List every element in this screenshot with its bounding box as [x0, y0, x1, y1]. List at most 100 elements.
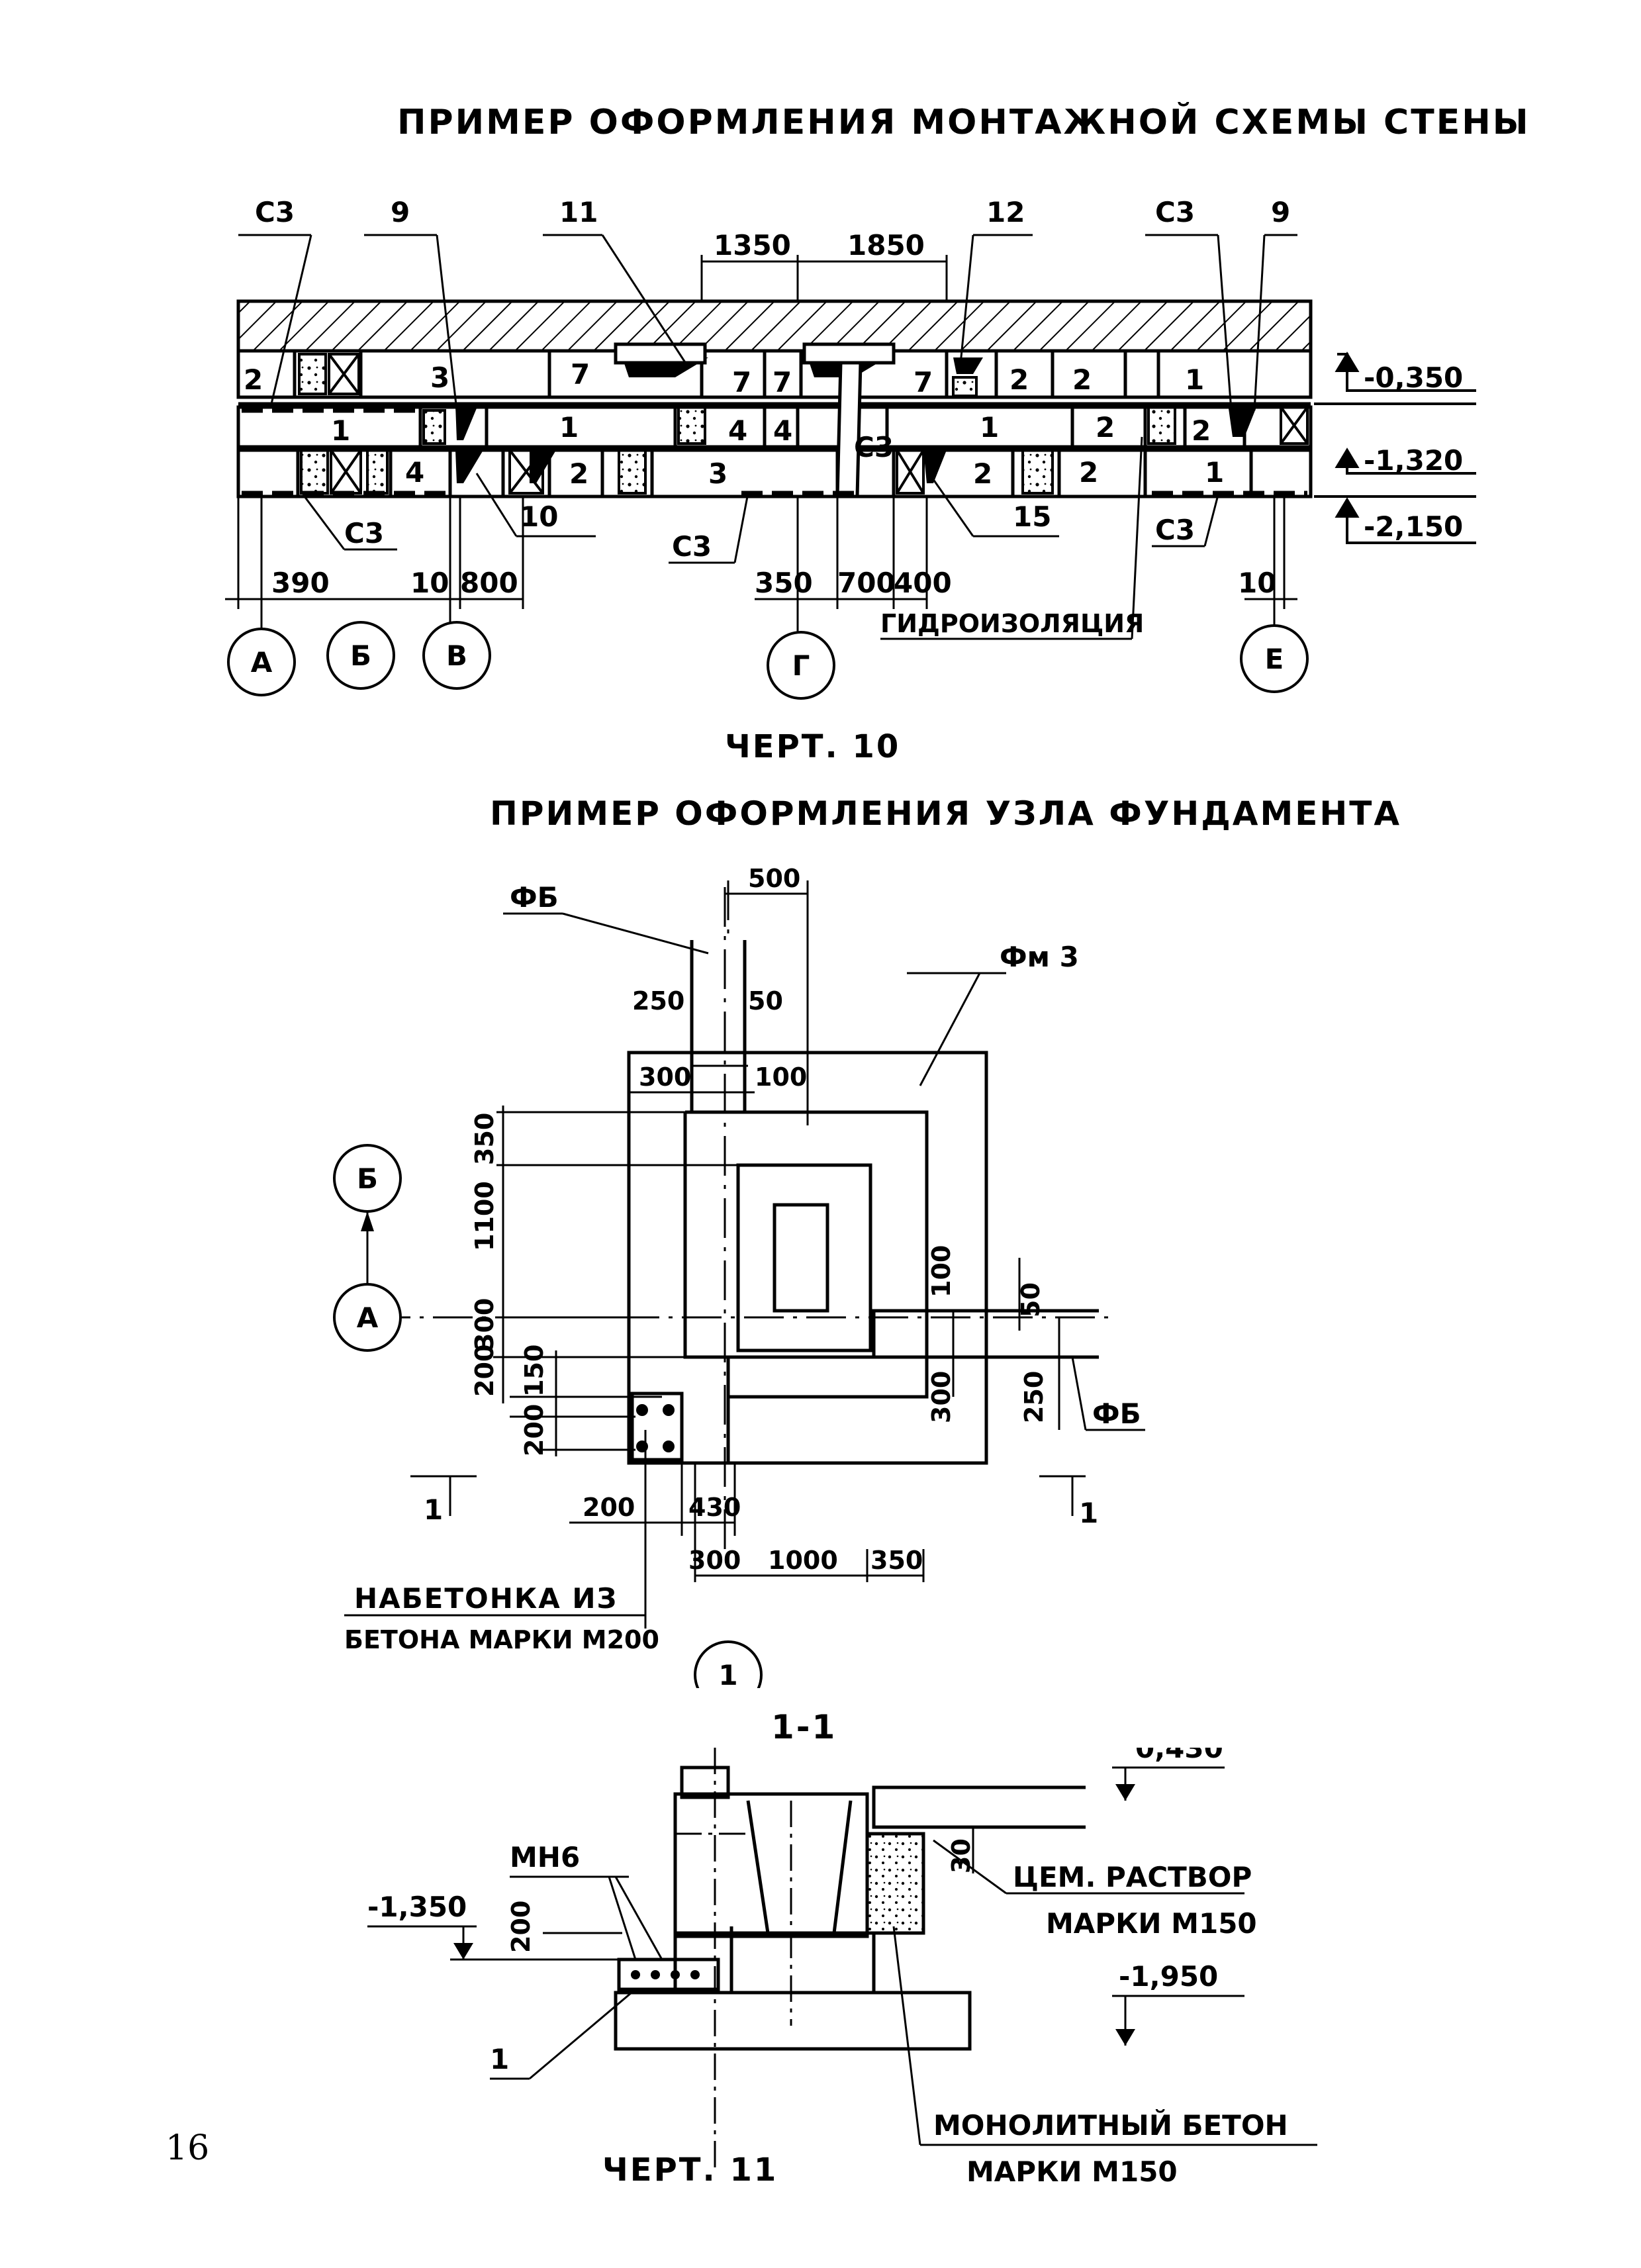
dim-label: 250 [632, 986, 684, 1016]
mortar-label-line2: марки М150 [1046, 1907, 1257, 1940]
elevation-label: -2,150 [1364, 510, 1463, 543]
block-label: 1 [559, 411, 579, 444]
plan-labels: Б А 1 ФБ Фм 3 ФБ 1 1 [357, 881, 1141, 1688]
block-label: 4 [728, 414, 747, 447]
dim-label: 700 [837, 567, 896, 599]
drawing11-title: Пример оформления узла фундамента [490, 794, 1402, 833]
dim-label: 10 [410, 567, 449, 599]
bottom-labels: С3 10 С3 15 С3 С3 [344, 431, 1195, 563]
foundation-section-1-1: МН6 -1,350 200 0,430 30 Цем. раствор мар… [367, 1748, 1317, 2188]
block-label: 2 [1192, 414, 1211, 447]
block-label: 2 [973, 457, 992, 490]
block-label: 1 [331, 414, 350, 447]
top-dim: 1350 [714, 229, 791, 261]
block-label: 1 [1205, 456, 1224, 489]
dim-label: 100 [755, 1063, 807, 1092]
dim-label: 800 [460, 567, 518, 599]
axis-a-label: А [357, 1301, 379, 1334]
elevation-label: -0,350 [1364, 361, 1463, 394]
infill-note-line1: Набетонка из [354, 1582, 618, 1615]
dim-label: 300 [639, 1063, 691, 1092]
callout-label: С3 [854, 431, 894, 463]
block-label: 4 [773, 414, 792, 447]
dim-label: 50 [1016, 1282, 1045, 1317]
block-label: 7 [773, 366, 792, 399]
top-label: 9 [1271, 196, 1290, 228]
axis-1-label: 1 [718, 1659, 737, 1688]
block-label: 2 [1079, 456, 1098, 489]
fm3-label: Фм 3 [1000, 941, 1079, 973]
block-label: 7 [732, 366, 751, 399]
foundation-node-plan: Б А 1 ФБ Фм 3 ФБ 1 1 500 250 50 300 100 … [333, 864, 1145, 1688]
top-label: С3 [255, 196, 295, 228]
dim-label: 1000 [768, 1546, 838, 1575]
block-label: 2 [244, 363, 263, 396]
block-label: 1 [1185, 363, 1204, 396]
elevations: -0,350 -1,320 -2,150 [1364, 361, 1463, 543]
block-label: 3 [430, 361, 449, 394]
plan-dim-labels: 500 250 50 300 100 350 1100 300 200 150 … [470, 864, 1049, 1575]
axis-label: В [446, 639, 467, 672]
drawing11-caption: Черт. 11 [602, 2151, 778, 2189]
rebar-dots [631, 1970, 700, 1979]
top-labels: С3 9 11 12 С3 9 1350 1850 [255, 196, 1290, 261]
dim-label: 390 [271, 567, 330, 599]
plan-outlines [627, 940, 1099, 1465]
leader-1-label: 1 [490, 2043, 509, 2075]
block-label: 7 [914, 366, 933, 399]
drawing10-title: Пример оформления монтажной схемы стены [397, 103, 1530, 142]
dim-200-label: 200 [506, 1901, 536, 1953]
dim-label: 350 [470, 1113, 499, 1165]
axis-label: Е [1265, 643, 1284, 675]
elevation-marks [1314, 352, 1476, 544]
drawing10-caption: Черт. 10 [725, 728, 901, 765]
fb-top-label: ФБ [510, 881, 559, 914]
section-title: 1-1 [771, 1708, 837, 1746]
concrete-label-line1: Монолитный бетон [933, 2108, 1288, 2142]
bottom-dims [225, 436, 1297, 640]
dim-label: 100 [927, 1245, 956, 1298]
section-left-label: 1 [424, 1493, 443, 1526]
section-outlines [614, 1766, 1086, 2051]
infill-note-line2: бетона марки М200 [344, 1625, 659, 1654]
dim-label: 300 [470, 1298, 499, 1350]
anchor-bolts [636, 1404, 675, 1452]
section-labels: МН6 -1,350 200 0,430 30 Цем. раствор мар… [367, 1748, 1288, 2188]
dim-label: 350 [870, 1546, 923, 1575]
lintels [614, 342, 896, 498]
axis-labels: А Б В Г Е [251, 639, 1284, 682]
section-right-label: 1 [1079, 1497, 1098, 1529]
axis-bubbles [227, 621, 1309, 700]
block-numbers: 2 3 7 7 7 7 2 2 1 1 1 4 4 1 2 2 4 2 3 2 … [244, 358, 1224, 490]
elev-left-label: -1,350 [367, 1891, 467, 1923]
page-number: 16 [165, 2128, 210, 2168]
waterproofing-dashes [242, 408, 1307, 496]
dim-label: 300 [927, 1371, 956, 1423]
waterproofing-label: Гидроизоляция [880, 609, 1144, 638]
dim-label: 10 [1238, 567, 1276, 599]
callout-label: С3 [344, 517, 384, 549]
top-dim: 1850 [847, 229, 925, 261]
axis-arrow [361, 1211, 374, 1231]
section-leaders [367, 1766, 1317, 2146]
dim-label: 250 [1019, 1371, 1049, 1423]
concrete-infill [298, 353, 1176, 495]
top-label: 12 [986, 196, 1025, 228]
elev-bottom-label: -1,950 [1119, 1960, 1218, 1993]
block-label: 2 [569, 457, 588, 490]
dim-label: 200 [583, 1493, 635, 1522]
axis-b-label: Б [357, 1162, 378, 1195]
concrete-label-line2: марки М150 [966, 2155, 1178, 2188]
block-label: 2 [1096, 411, 1115, 444]
dim-label: 1100 [470, 1181, 499, 1251]
dim-label: 200 [520, 1404, 549, 1456]
callout-label: 15 [1013, 500, 1051, 533]
bottom-dim-labels: 390 10 800 350 700 400 10 Гидроизоляция [271, 567, 1276, 638]
block-label: 3 [708, 457, 727, 490]
top-label: 9 [391, 196, 410, 228]
wall-installation-diagram: 2 3 7 7 7 7 2 2 1 1 1 4 4 1 2 2 4 2 3 2 … [225, 196, 1476, 700]
axis-label: Б [350, 639, 371, 672]
dim-label: 500 [748, 864, 800, 893]
callout-label: С3 [1155, 514, 1195, 546]
top-leaders [238, 234, 1297, 411]
